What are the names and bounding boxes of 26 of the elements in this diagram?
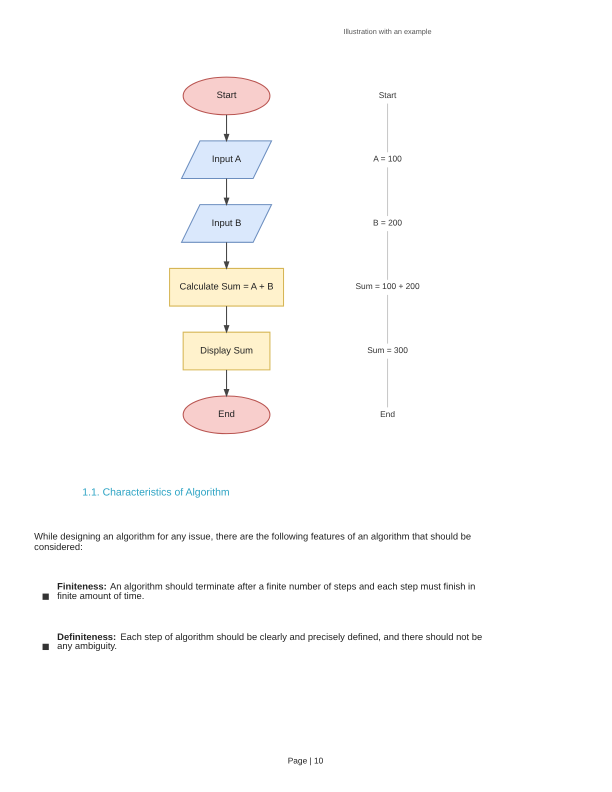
node-text: A = 100 bbox=[373, 153, 402, 164]
connector bbox=[387, 230, 388, 280]
connector bbox=[387, 103, 388, 152]
label: Finiteness: An algorithm should terminate after a finite number of steps and each step must finish in finite amount of time. bbox=[57, 580, 476, 601]
node-text: End bbox=[380, 408, 395, 418]
node-text: Sum = 300 bbox=[367, 344, 408, 355]
node-text: Sum = 100 + 200 bbox=[355, 280, 420, 291]
arrow bbox=[224, 242, 230, 270]
label: While designing an algorithm for any issue, there are the following features of an algorithm that should be considered: bbox=[34, 530, 472, 552]
node-text: Start bbox=[378, 89, 396, 100]
node-box: Calculate Sum = A + B bbox=[169, 267, 284, 306]
arrow bbox=[224, 114, 230, 142]
connector bbox=[387, 166, 388, 216]
node-text: B = 200 bbox=[373, 216, 402, 227]
node-ellipse: Start bbox=[182, 76, 270, 115]
arrow bbox=[224, 178, 230, 206]
connector bbox=[387, 294, 388, 344]
label: Page | 10 bbox=[288, 754, 324, 765]
label: Illustration with an example bbox=[344, 26, 432, 36]
arrow bbox=[224, 369, 230, 397]
node-box: Display Sum bbox=[182, 331, 270, 370]
node-ellipse: End bbox=[182, 394, 270, 434]
connector bbox=[387, 358, 388, 407]
label: Definiteness: Each step of algorithm should be clearly and precisely defined, and there should not be any ambiguity. bbox=[57, 630, 482, 651]
label: 1.1. Characteristics of Algorithm bbox=[82, 486, 230, 498]
arrow bbox=[224, 306, 230, 334]
